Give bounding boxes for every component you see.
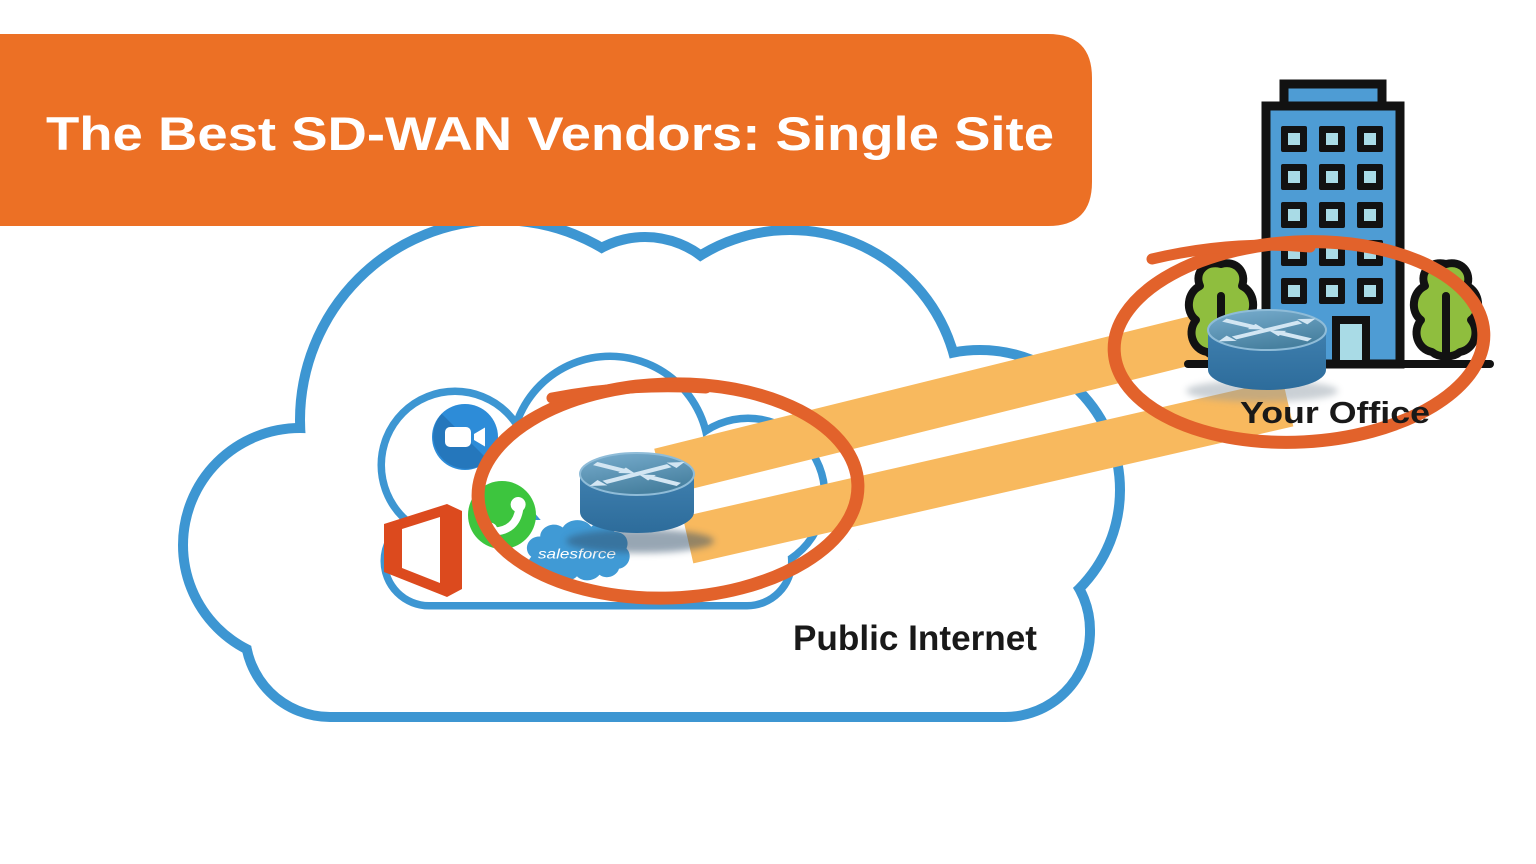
page-title: The Best SD-WAN Vendors: Single Site (46, 107, 1054, 160)
building-door (1332, 316, 1370, 368)
wan-link-upper (654, 304, 1248, 496)
title-banner: The Best SD-WAN Vendors: Single Site (0, 34, 1092, 226)
highlight-ellipse-office (1107, 235, 1491, 449)
router-icon-cloud (566, 452, 714, 553)
video-call-icon (432, 404, 498, 470)
router-icon-office (1186, 309, 1338, 402)
highlight-ellipse-cloud (471, 377, 865, 605)
your-office-label: Your Office (1240, 395, 1430, 430)
public-internet-label: Public Internet (793, 619, 1037, 658)
office-site (1184, 79, 1494, 369)
router-shadow (566, 529, 714, 553)
office-icon (384, 504, 462, 597)
